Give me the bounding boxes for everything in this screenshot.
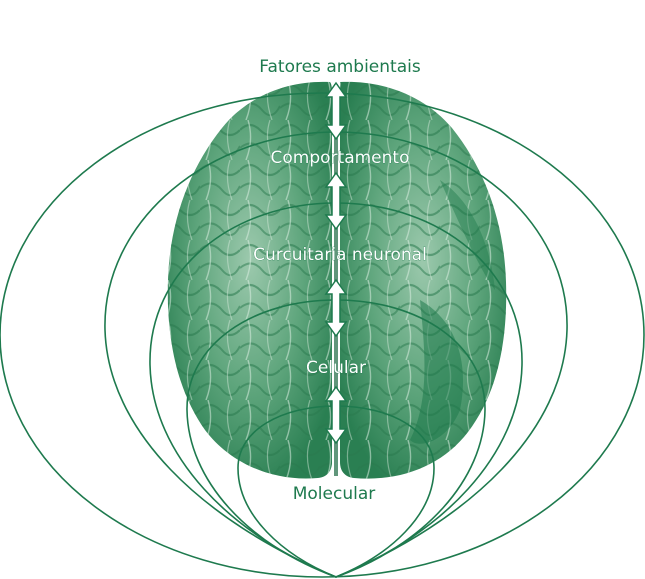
label-celular: Celular [306,358,366,378]
label-curcuitaria-neuronal: Curcuitaria neuronal [253,245,427,265]
label-fatores-ambientais: Fatores ambientais [259,57,421,77]
label-molecular: Molecular [293,484,376,504]
label-comportamento: Comportamento [271,148,410,168]
